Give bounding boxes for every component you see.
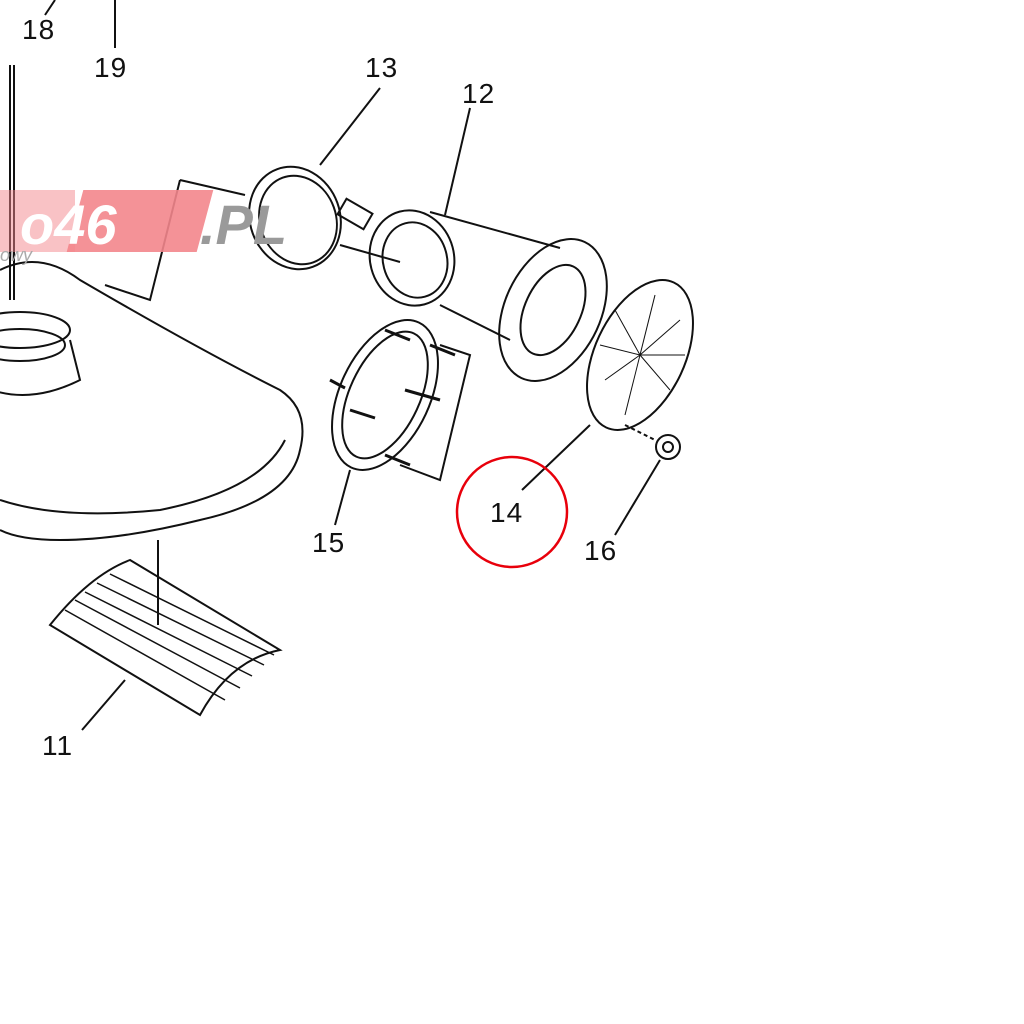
leader-16 (614, 459, 661, 536)
leader-11 (81, 679, 126, 731)
leader-12 (444, 107, 471, 216)
part-16-nut (655, 434, 681, 460)
highlight-circle-14 (455, 455, 569, 569)
label-13: 13 (365, 52, 399, 83)
leader-15 (334, 469, 351, 526)
leader-13 (319, 87, 381, 166)
gasket-ring (498, 238, 608, 382)
leader-18 (44, 0, 56, 16)
leader-14 (521, 424, 591, 491)
tank-neck (0, 311, 71, 349)
part-13-clamp (248, 165, 342, 271)
label-16: 16 (584, 535, 618, 566)
label-12: 12 (462, 78, 496, 109)
label-14: 14 (490, 497, 524, 528)
label-15: 15 (312, 527, 346, 558)
part-12-duct (368, 209, 456, 307)
part-14-plate (586, 279, 694, 431)
part-15-bolt-ring (331, 319, 439, 471)
label-19: 19 (94, 52, 128, 83)
label-11: 11 (42, 730, 74, 761)
part-11-tray (48, 558, 283, 717)
tank-body (0, 261, 304, 542)
label-18: 18 (22, 14, 56, 45)
